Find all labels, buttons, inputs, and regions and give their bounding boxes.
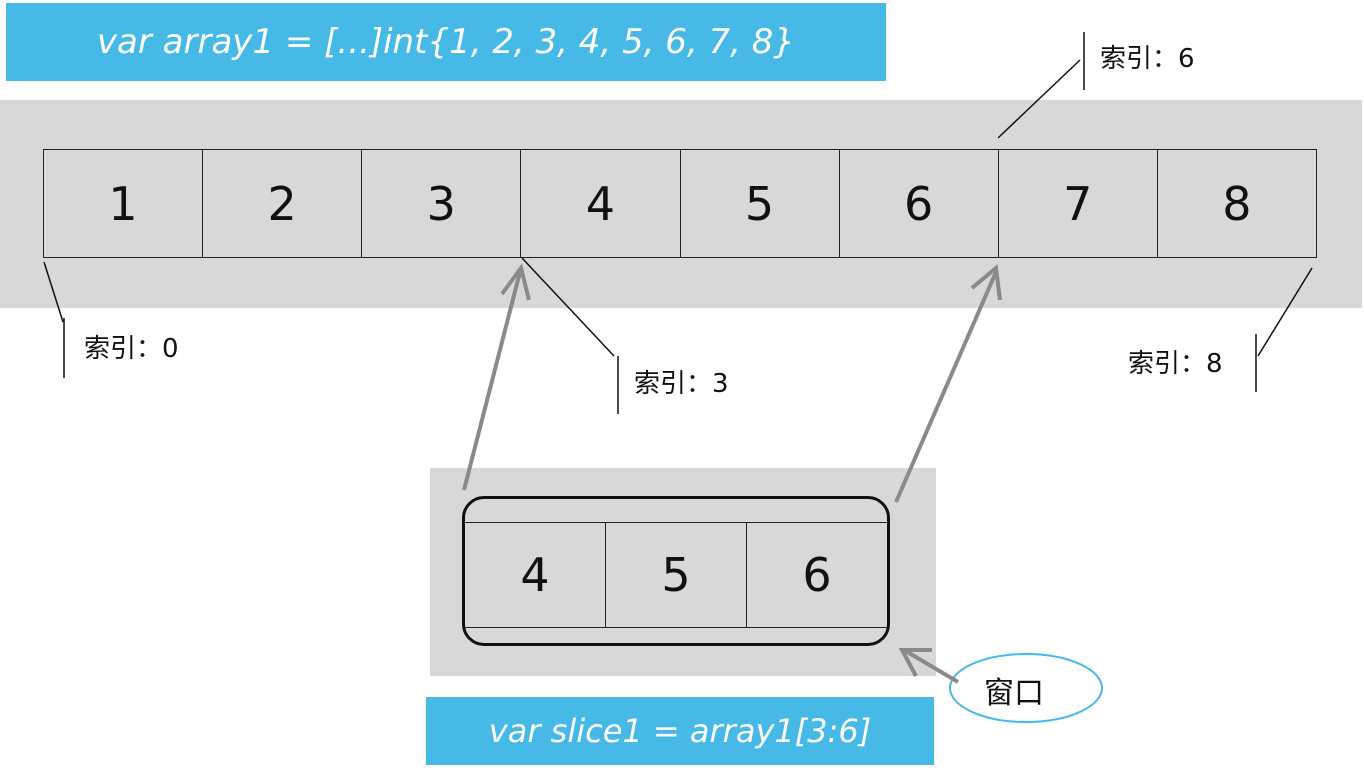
array-cell-1: 2 (203, 150, 363, 257)
array-cell-0: 1 (44, 150, 204, 257)
arrow-head-index-3 (500, 263, 531, 301)
arrow-to-index-3 (462, 271, 522, 491)
index-8-label: 索引：8 (1128, 349, 1223, 379)
slice-cell-0: 4 (465, 523, 606, 627)
slice-declaration-banner: var slice1 = array1[3:6] (426, 697, 934, 765)
index-0-label: 索引：0 (84, 334, 179, 364)
index-3-label: 索引：3 (634, 369, 729, 399)
window-arrow (902, 648, 960, 684)
array-cell-3: 4 (521, 150, 681, 257)
slice-row: 4 5 6 (465, 522, 887, 628)
slice-cell-1: 5 (606, 523, 747, 627)
arrow-to-index-6 (894, 271, 998, 503)
slice-cell-2: 6 (802, 548, 832, 602)
index-3-leader (521, 257, 615, 357)
array-cell-2: 3 (362, 150, 522, 257)
array-cell-6: 7 (999, 150, 1158, 257)
index-8-leader (1257, 267, 1313, 357)
array-cell-7: 8 (1222, 176, 1252, 231)
slice-declaration-text: var slice1 = array1[3:6] (488, 712, 872, 750)
array-declaration-banner: var array1 = [...]int{1, 2, 3, 4, 5, 6, … (6, 3, 886, 81)
arrow-head-index-6 (970, 264, 1002, 301)
window-arrow-head (898, 648, 932, 677)
window-label: 窗口 (984, 676, 1044, 711)
array-cell-4: 5 (681, 150, 840, 257)
index-6-label: 索引：6 (1100, 44, 1195, 74)
window-ellipse (949, 653, 1103, 723)
index-6-leader (997, 59, 1081, 139)
array-row: 1 2 3 4 5 6 7 8 (43, 149, 1317, 258)
slice-window-box: 4 5 6 (462, 496, 890, 646)
array-cell-5: 6 (840, 150, 999, 257)
index-0-leader (43, 261, 64, 323)
array-declaration-text: var array1 = [...]int{1, 2, 3, 4, 5, 6, … (96, 22, 796, 62)
